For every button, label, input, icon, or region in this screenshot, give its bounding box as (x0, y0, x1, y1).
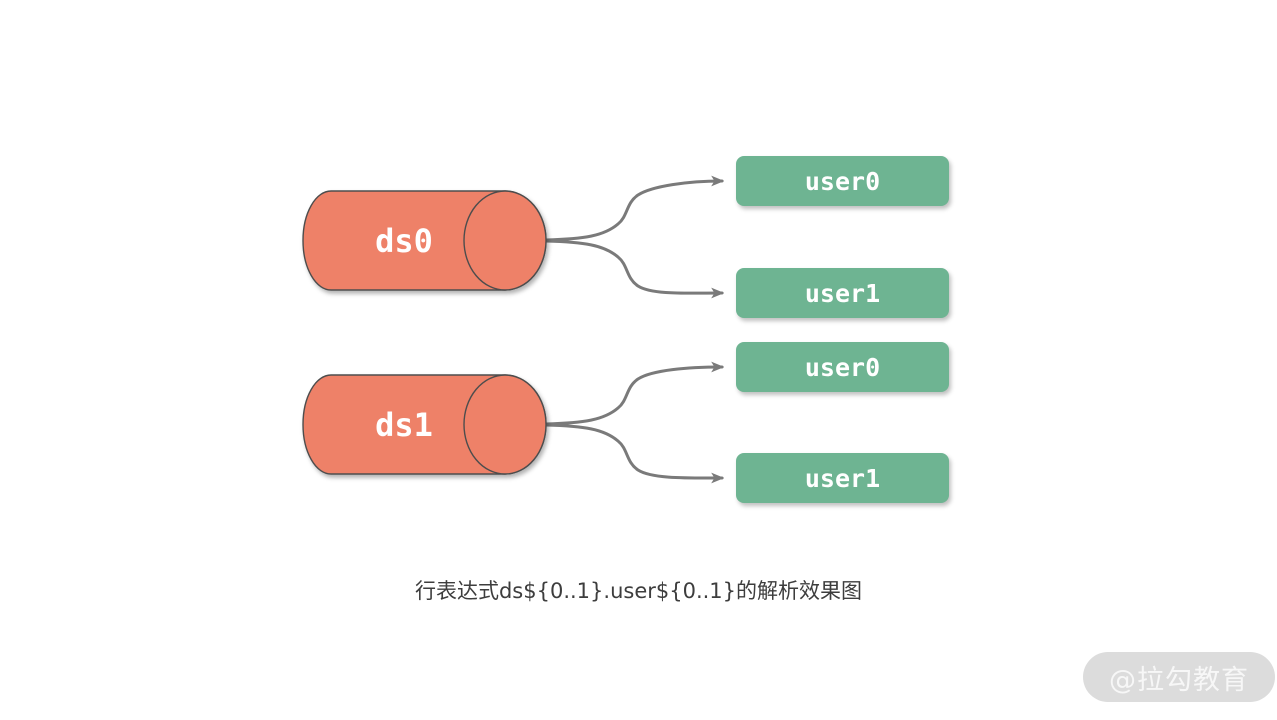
datasource-cylinder-ds0 (302, 190, 547, 291)
table-node-ds1-user0: user0 (736, 342, 949, 392)
table-node-label: user0 (804, 166, 881, 196)
cylinder-cap (463, 374, 547, 475)
connector-ds1-user1 (544, 423, 725, 484)
connector-ds1-user0 (544, 361, 725, 426)
table-node-label: user1 (804, 278, 881, 308)
cylinder-cap (463, 190, 547, 291)
connector-ds0-user0 (544, 175, 725, 242)
table-node-label: user0 (804, 352, 881, 382)
watermark-badge: @拉勾教育 (1083, 652, 1275, 702)
diagram-caption: 行表达式ds${0..1}.user${0..1}的解析效果图 (414, 579, 863, 603)
datasource-cylinder-ds1 (302, 374, 547, 475)
table-node-ds0-user0: user0 (736, 156, 949, 206)
table-node-ds1-user1: user1 (736, 453, 949, 503)
table-node-ds0-user1: user1 (736, 268, 949, 318)
table-node-label: user1 (804, 463, 881, 493)
connector-ds0-user1 (544, 239, 725, 299)
